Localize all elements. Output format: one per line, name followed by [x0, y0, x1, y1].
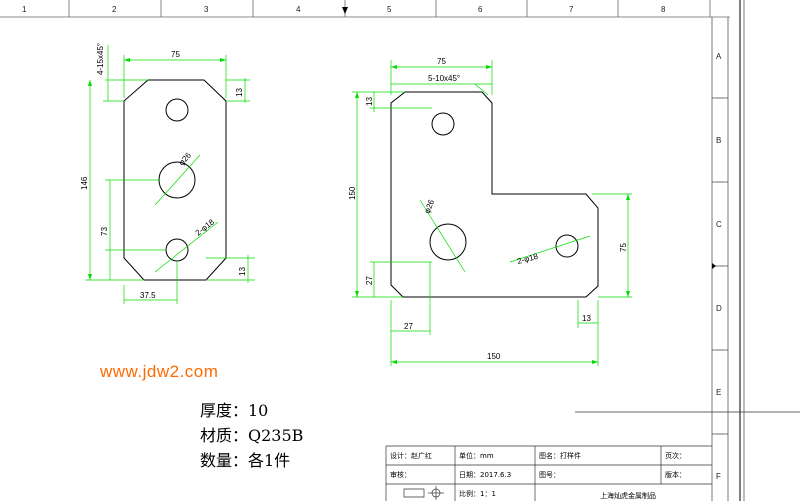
- ruler-right-b: B: [716, 136, 721, 145]
- part2-dim-big-hole: φ26: [423, 198, 437, 215]
- ruler-right-a: A: [716, 52, 722, 61]
- tb-designer: 设计：赵广红: [390, 451, 432, 460]
- part2-dim-top-width: 75: [437, 57, 446, 66]
- tb-date: 日期：2017.6.3: [459, 471, 511, 479]
- part1-dimension-lines: [85, 45, 255, 304]
- right-border: [575, 0, 800, 501]
- part1-dim-height: 146: [80, 176, 89, 190]
- title-block: [385, 445, 712, 501]
- tb-page: 页次：: [665, 451, 686, 460]
- center-mark-top: [342, 7, 348, 14]
- part2-dim-top-offset: 13: [365, 97, 374, 106]
- part1-dim-bottom-offset: 37.5: [140, 291, 156, 300]
- part1-arrows: [88, 58, 226, 280]
- tb-drawing-no: 图号：: [539, 471, 560, 479]
- part2-dim-small-holes: 2-φ18: [516, 252, 539, 266]
- ruler-right-e: E: [716, 388, 721, 397]
- tb-version: 版本：: [665, 470, 686, 479]
- part1-dim-edge-top: 13: [235, 88, 244, 97]
- center-mark-right: [712, 263, 716, 269]
- tb-drawing-name: 图名：打样件: [539, 451, 581, 460]
- ruler-top-6: 6: [478, 5, 483, 14]
- part2-outline: [390, 91, 599, 298]
- part2-dim-bottom-offset: 27: [365, 276, 374, 285]
- top-ruler: [0, 0, 730, 18]
- part2-arrows: [355, 65, 630, 364]
- note-thickness: 厚度：10: [200, 401, 269, 420]
- notes-block: 厚度：10 材质：Q235B 数量：各1件: [200, 398, 303, 473]
- part2-dim-right-height: 75: [619, 243, 628, 252]
- ruler-top-7: 7: [569, 5, 574, 14]
- ruler-right-c: C: [716, 220, 722, 229]
- part2-dim-total-width: 150: [487, 352, 501, 361]
- part1-dim-small-holes: 2-φ18: [194, 217, 217, 237]
- ruler-top-1: 1: [22, 5, 27, 14]
- part1-dim-chamfer: 4-15x45°: [96, 43, 105, 75]
- part1-dim-top-width: 75: [171, 50, 180, 59]
- part2-dimension-lines: [352, 60, 632, 366]
- ruler-top-4: 4: [296, 5, 301, 14]
- tb-company: 上海灿虎金属制品: [600, 491, 656, 500]
- ruler-right-f: F: [716, 472, 721, 481]
- ruler-top-8: 8: [661, 5, 666, 14]
- part2-dim-right-offset: 13: [582, 314, 591, 323]
- ruler-top-2: 2: [112, 5, 117, 14]
- part2-dim-left-offset: 27: [404, 322, 413, 331]
- part1-dim-hole-spacing: 73: [100, 227, 109, 236]
- ruler-top-3: 3: [204, 5, 209, 14]
- part2-dim-chamfer: 5-10x45°: [428, 74, 460, 83]
- part2-dim-height: 150: [348, 186, 357, 200]
- tb-unit: 单位：mm: [459, 451, 494, 460]
- part1-dim-edge-bottom: 13: [238, 267, 247, 276]
- tb-scale: 比例：1：1: [459, 489, 496, 498]
- note-quantity: 数量：各1件: [200, 451, 291, 470]
- note-material: 材质：Q235B: [200, 426, 304, 445]
- ruler-right-d: D: [716, 304, 722, 313]
- tb-reviewer: 审核：: [390, 470, 411, 479]
- ruler-top-5: 5: [387, 5, 392, 14]
- watermark-url[interactable]: www.jdw2.com: [100, 362, 219, 381]
